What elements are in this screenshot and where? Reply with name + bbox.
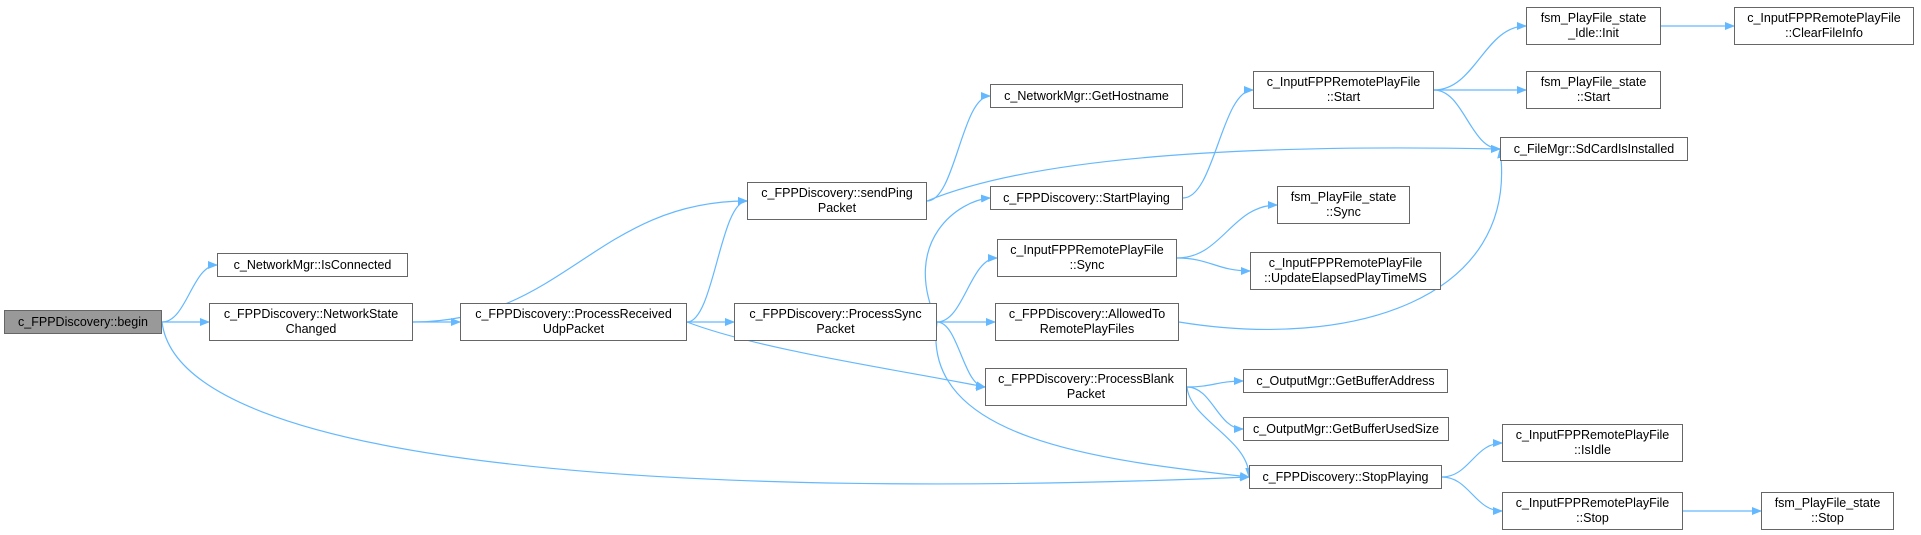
node-label-line: c_InputFPPRemotePlayFile (1747, 11, 1901, 25)
node-fsmStart[interactable]: fsm_PlayFile_state::Start (1526, 71, 1661, 109)
node-label-line: c_FPPDiscovery::ProcessReceived (475, 307, 672, 321)
node-isConnected[interactable]: c_NetworkMgr::IsConnected (217, 253, 408, 277)
node-updElapsed[interactable]: c_InputFPPRemotePlayFile::UpdateElapsedP… (1250, 252, 1441, 290)
edge-procBlank-to-stopPlaying (1186, 386, 1254, 478)
node-label-line: c_FPPDiscovery::AllowedTo (1008, 307, 1166, 321)
node-clearFile[interactable]: c_InputFPPRemotePlayFile::ClearFileInfo (1734, 7, 1914, 45)
node-label-line: _Idle::Init (1568, 26, 1619, 40)
node-label-line: c_FPPDiscovery::NetworkState (223, 307, 399, 321)
node-fsmSync[interactable]: fsm_PlayFile_state::Sync (1277, 186, 1410, 224)
node-label-line: c_FPPDiscovery::ProcessBlank (998, 372, 1174, 386)
node-label-line: ::Sync (1326, 205, 1361, 219)
node-label-line: c_FPPDiscovery::StartPlaying (1003, 190, 1170, 205)
node-label-line: c_NetworkMgr::IsConnected (233, 257, 392, 272)
node-label-line: ::UpdateElapsedPlayTimeMS (1264, 271, 1427, 285)
node-label-line: ::Stop (1576, 511, 1609, 525)
node-getHost[interactable]: c_NetworkMgr::GetHostname (990, 84, 1183, 108)
node-label-line: Packet (816, 322, 855, 336)
node-remStop[interactable]: c_InputFPPRemotePlayFile::Stop (1502, 492, 1683, 530)
node-label-line: ::IsIdle (1574, 443, 1611, 457)
edge-procUdp-to-procBlank (686, 321, 986, 390)
node-label-line: fsm_PlayFile_state (1540, 75, 1647, 89)
node-isIdle[interactable]: c_InputFPPRemotePlayFile::IsIdle (1502, 424, 1683, 462)
node-label-line: ::ClearFileInfo (1785, 26, 1863, 40)
edge-begin-to-stopPlaying (161, 321, 1250, 485)
edge-begin-to-isConnected (161, 261, 218, 323)
node-remStart[interactable]: c_InputFPPRemotePlayFile::Start (1253, 71, 1434, 109)
edge-procUdp-to-sendPing (686, 197, 748, 323)
node-label-line: c_InputFPPRemotePlayFile (1515, 428, 1670, 442)
node-label-line: c_InputFPPRemotePlayFile (1010, 243, 1164, 257)
edge-remSync-to-updElapsed (1176, 257, 1251, 275)
edge-procSync-to-startPlaying (924, 194, 991, 323)
node-label-line: c_FPPDiscovery::StopPlaying (1262, 469, 1429, 484)
node-stopPlaying[interactable]: c_FPPDiscovery::StopPlaying (1249, 465, 1442, 489)
node-idleInit[interactable]: fsm_PlayFile_state_Idle::Init (1526, 7, 1661, 45)
node-label-line: c_FPPDiscovery::ProcessSync (749, 307, 922, 321)
edge-remStart-to-idleInit (1433, 22, 1527, 91)
node-label-line: ::Stop (1811, 511, 1844, 525)
node-label-line: fsm_PlayFile_state (1774, 496, 1881, 510)
node-label-line: c_OutputMgr::GetBufferUsedSize (1253, 421, 1439, 436)
node-label-line: Changed (285, 322, 337, 336)
node-label-line: c_InputFPPRemotePlayFile (1266, 75, 1421, 89)
node-getBufUsed[interactable]: c_OutputMgr::GetBufferUsedSize (1243, 417, 1449, 441)
node-startPlaying[interactable]: c_FPPDiscovery::StartPlaying (990, 186, 1183, 210)
edge-remSync-to-fsmSync (1176, 201, 1278, 259)
edge-remStart-to-sdCard (1433, 89, 1501, 153)
edge-sendPing-to-getHost (926, 92, 991, 202)
node-label-line: c_InputFPPRemotePlayFile (1268, 256, 1423, 270)
node-label-line: RemotePlayFiles (1039, 322, 1135, 336)
edge-startPlaying-to-remStart (1182, 86, 1254, 199)
node-fsmStop[interactable]: fsm_PlayFile_state::Stop (1761, 492, 1894, 530)
node-label-line: fsm_PlayFile_state (1290, 190, 1397, 204)
edge-stopPlaying-to-remStop (1441, 476, 1503, 515)
node-label-line: c_FileMgr::SdCardIsInstalled (1513, 141, 1675, 156)
node-label-line: fsm_PlayFile_state (1540, 11, 1647, 25)
node-remSync[interactable]: c_InputFPPRemotePlayFile::Sync (997, 239, 1177, 277)
node-label-line: ::Start (1576, 90, 1611, 104)
node-label-line: c_OutputMgr::GetBufferAddress (1256, 373, 1435, 388)
node-label-line: Packet (817, 201, 857, 215)
node-label-line: UdpPacket (542, 322, 605, 336)
node-label-line: c_NetworkMgr::GetHostname (1004, 88, 1169, 103)
node-label-line: c_FPPDiscovery::begin (18, 314, 148, 329)
edge-sendPing-to-sdCard (926, 144, 1501, 202)
node-label-line: ::Sync (1069, 258, 1105, 272)
edge-allowed-to-sdCard (1178, 148, 1506, 331)
node-begin[interactable]: c_FPPDiscovery::begin (4, 310, 162, 334)
edge-procSync-to-remSync (936, 254, 998, 323)
node-sdCard[interactable]: c_FileMgr::SdCardIsInstalled (1500, 137, 1688, 161)
node-getBufAddr[interactable]: c_OutputMgr::GetBufferAddress (1243, 369, 1448, 393)
edge-procSync-to-stopPlaying (935, 321, 1250, 480)
edge-procBlank-to-getBufUsed (1186, 386, 1244, 433)
edge-procBlank-to-getBufAddr (1186, 377, 1244, 388)
edge-procSync-to-procBlank (936, 321, 986, 391)
node-label-line: ::Start (1326, 90, 1361, 104)
node-label-line: Packet (1066, 387, 1106, 401)
node-label-line: c_FPPDiscovery::sendPing (761, 186, 913, 200)
node-label-line: c_InputFPPRemotePlayFile (1515, 496, 1670, 510)
edge-stopPlaying-to-isIdle (1441, 439, 1503, 478)
